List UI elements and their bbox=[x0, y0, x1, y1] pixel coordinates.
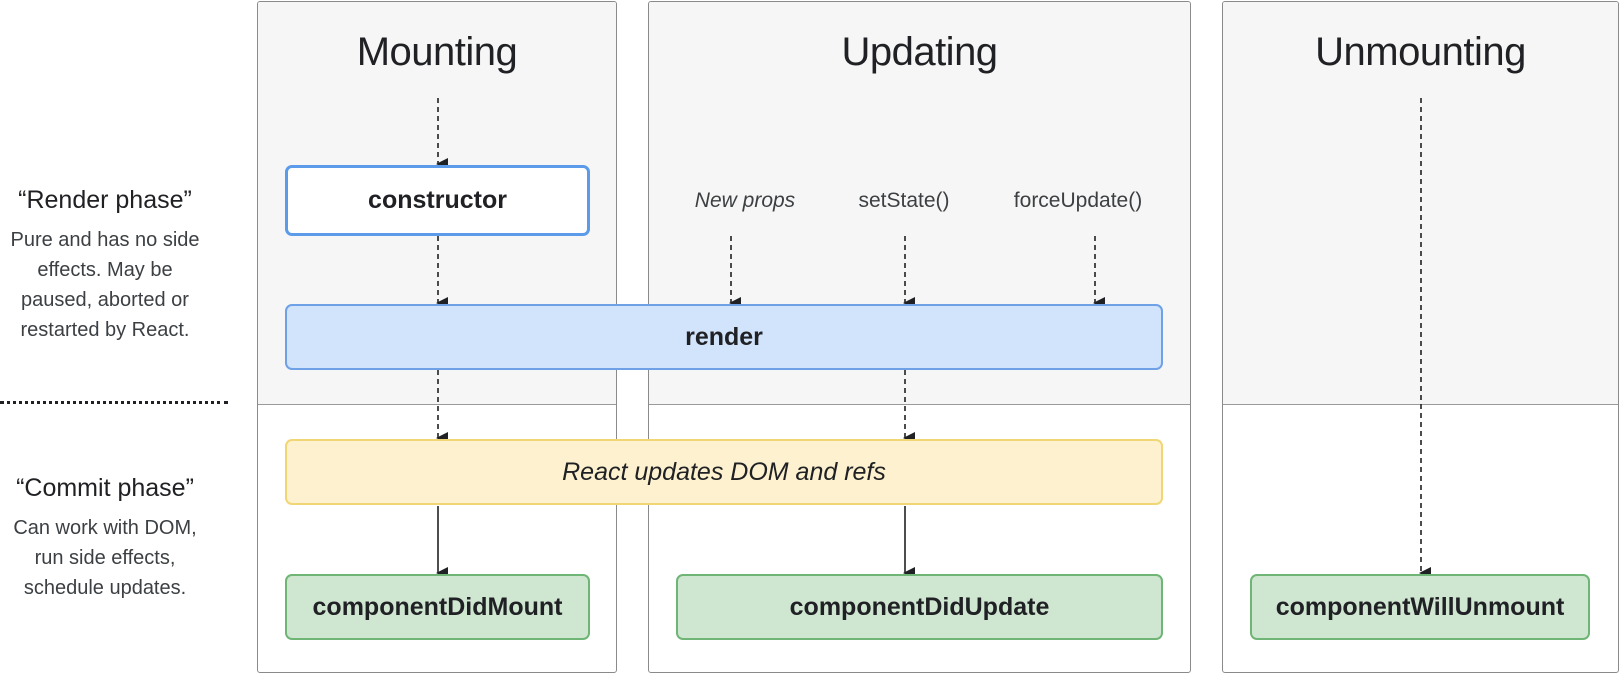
updating-title: Updating bbox=[841, 30, 998, 74]
new-props-label: New props bbox=[694, 189, 796, 212]
mounting-title: Mounting bbox=[356, 30, 518, 74]
component-will-unmount-box: componentWillUnmount bbox=[1250, 574, 1590, 640]
component-did-update-box: componentDidUpdate bbox=[676, 574, 1163, 640]
render-box: render bbox=[285, 304, 1163, 370]
commit-phase-title: “Commit phase” bbox=[16, 474, 194, 502]
constructor-box: constructor bbox=[285, 165, 590, 236]
phase-divider bbox=[0, 401, 228, 404]
commit-phase-desc-line: run side effects, bbox=[34, 547, 176, 569]
component-did-mount-box: componentDidMount bbox=[285, 574, 590, 640]
dom-update-box: React updates DOM and refs bbox=[285, 439, 1163, 505]
render-phase-desc-line: Pure and has no side bbox=[10, 229, 200, 251]
render-phase-desc-line: paused, aborted or bbox=[21, 289, 189, 311]
commit-phase-label: “Commit phase” Can work with DOM, run si… bbox=[0, 474, 210, 603]
render-phase-desc-line: effects. May be bbox=[37, 259, 173, 281]
unmounting-title: Unmounting bbox=[1315, 30, 1526, 74]
render-phase-description: Pure and has no side effects. May be pau… bbox=[0, 225, 210, 345]
render-phase-label: “Render phase” Pure and has no side effe… bbox=[0, 186, 210, 345]
commit-phase-description: Can work with DOM, run side effects, sch… bbox=[0, 513, 210, 603]
set-state-label: setState() bbox=[858, 189, 950, 212]
commit-phase-desc-line: Can work with DOM, bbox=[13, 517, 197, 539]
force-update-label: forceUpdate() bbox=[1013, 189, 1143, 212]
render-phase-desc-line: restarted by React. bbox=[20, 319, 190, 341]
commit-phase-desc-line: schedule updates. bbox=[23, 577, 187, 599]
render-phase-title: “Render phase” bbox=[18, 186, 192, 214]
